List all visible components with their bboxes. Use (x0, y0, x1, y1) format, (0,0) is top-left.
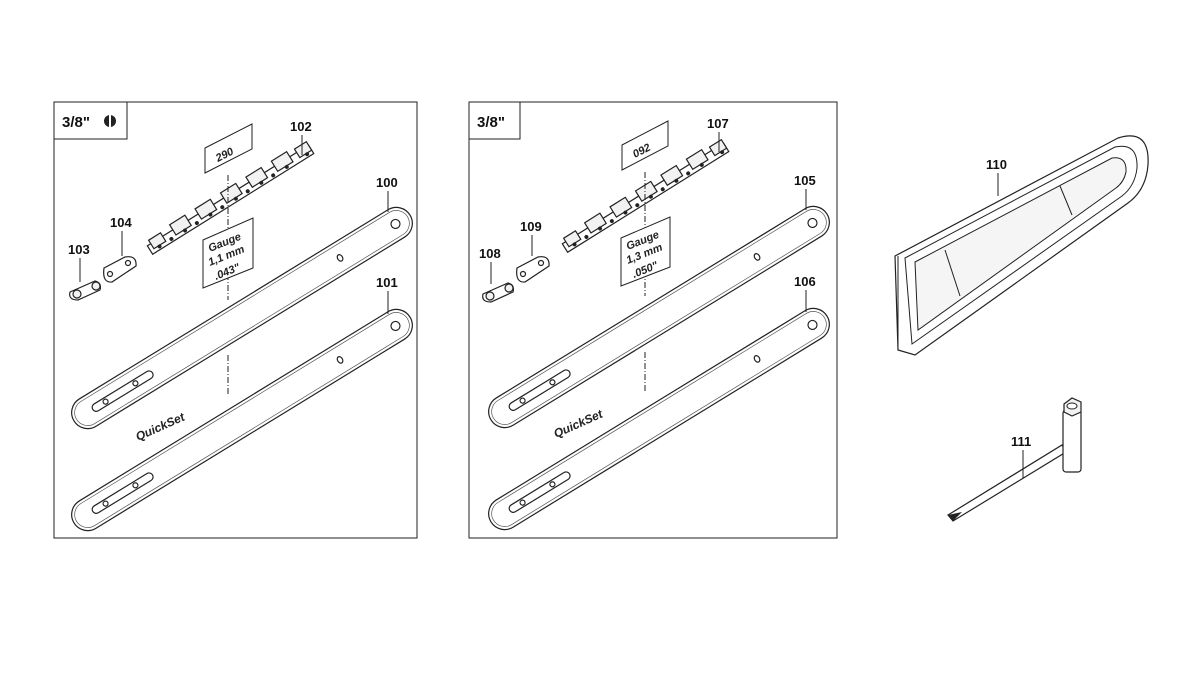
chain-code-tag: 290 (204, 123, 253, 174)
label-109: 109 (520, 219, 542, 234)
label-103: 103 (68, 242, 90, 257)
pitch-label: 3/8" (477, 114, 505, 131)
bar-brand: QuickSet (552, 406, 606, 440)
scabbard-110: 110 (894, 135, 1149, 356)
gauge-tag: Gauge 1,1 mm .043" (202, 217, 254, 289)
wrench-111: 111 (947, 397, 1082, 522)
label-101: 101 (376, 275, 398, 290)
gauge-tag: Gauge 1,3 mm .050" (620, 216, 671, 287)
pitch-box (468, 101, 521, 140)
label-111: 111 (1011, 434, 1031, 449)
bar-brand: QuickSet (134, 409, 188, 443)
bar-101 (65, 302, 419, 538)
rivet-108 (482, 282, 515, 303)
link-109 (516, 256, 550, 283)
label-107: 107 (707, 116, 729, 131)
bar-106 (482, 301, 836, 537)
label-108: 108 (479, 246, 501, 261)
rivet-103 (69, 280, 102, 301)
pitch-label: 3/8" (62, 114, 90, 131)
link-104 (103, 256, 137, 283)
panel-1: 3/8" QuickSet 290 Gauge 1,1 mm .043" 102… (53, 101, 419, 539)
panel-frame (53, 101, 418, 539)
chain-code-tag: 092 (621, 120, 669, 171)
panel-2: 3/8" QuickSet 092 Gauge 1,3 mm .050" 107… (468, 101, 838, 539)
label-102: 102 (290, 119, 312, 134)
panel-frame (468, 101, 838, 539)
pitch-symbol-icon (104, 114, 116, 128)
label-105: 105 (794, 173, 816, 188)
label-106: 106 (794, 274, 816, 289)
label-104: 104 (110, 215, 132, 230)
label-110: 110 (986, 157, 1007, 172)
label-100: 100 (376, 175, 398, 190)
